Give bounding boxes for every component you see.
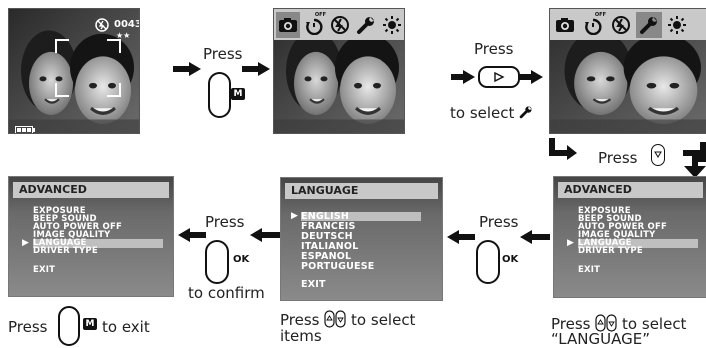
arrow-left-icon [250, 228, 280, 242]
menu-item-portuguese[interactable]: PORTUGUESE [301, 261, 375, 272]
menu-item-exit[interactable]: EXIT [301, 279, 326, 290]
mode-icon-bar: OFF [550, 9, 706, 40]
language-menu-screen: LANGUAGE ▶ ENGLISH FRANCEIS DEUTSCH ITAL… [280, 177, 443, 301]
timer-off-label: OFF [314, 11, 326, 18]
flash-off-icon [95, 17, 109, 36]
up-down-buttons-icon [324, 310, 346, 332]
menu-item-image-quality[interactable]: IMAGE QUALITY [578, 230, 656, 240]
step1-press-label: Press [203, 45, 243, 63]
menu-item-language[interactable]: LANGUAGE [578, 239, 698, 248]
menu-mid-press-label: Press [205, 213, 245, 231]
menu-title: LANGUAGE [285, 183, 438, 199]
menu-item-exposure[interactable]: EXPOSURE [33, 206, 86, 216]
menu-item-auto-power-off[interactable]: AUTO POWER OFF [578, 222, 667, 232]
arrow-bent-down-icon [683, 142, 706, 178]
caption-press: Press [551, 315, 591, 333]
arrow-right-icon [451, 70, 475, 84]
menu-title: ADVANCED [558, 182, 703, 198]
menu-mid-caption: Press to select [280, 310, 415, 332]
step3-press-label: Press [598, 149, 638, 167]
step2-press-label: Press [474, 40, 514, 58]
ok-key-label: OK [502, 254, 519, 265]
step1-live-view-screen: 0043 ★★ [8, 8, 140, 134]
menu-button[interactable] [58, 306, 80, 346]
menu-item-franceis[interactable]: FRANCEIS [301, 221, 356, 232]
arrow-right-icon [173, 62, 201, 76]
advanced-menu-screen-left: ADVANCED EXPOSURE BEEP SOUND AUTO POWER … [8, 176, 174, 297]
menu-title: ADVANCED [13, 182, 169, 198]
timer-off-label: OFF [594, 11, 606, 18]
menu-item-beep-sound[interactable]: BEEP SOUND [578, 214, 642, 224]
arrow-right-icon [242, 62, 270, 76]
flash-off-icon[interactable] [328, 12, 352, 38]
setup-wrench-icon[interactable] [354, 12, 378, 38]
selection-pointer-icon: ▶ [291, 211, 298, 221]
menu-item-exposure[interactable]: EXPOSURE [578, 206, 631, 216]
menu-item-exit[interactable]: EXIT [578, 265, 601, 275]
menu-mid-caption-line2: items [280, 327, 322, 345]
self-timer-icon[interactable]: OFF [580, 12, 606, 38]
menu-item-auto-power-off[interactable]: AUTO POWER OFF [33, 222, 122, 232]
selection-pointer-icon: ▶ [22, 238, 29, 248]
menu-item-image-quality[interactable]: IMAGE QUALITY [33, 230, 111, 240]
arrow-left-icon [447, 230, 475, 244]
focus-frame [55, 39, 121, 97]
menu-item-beep-sound[interactable]: BEEP SOUND [33, 214, 97, 224]
menu-right-caption-line2: “LANGUAGE” [551, 330, 650, 348]
camera-icon[interactable] [552, 12, 578, 38]
menu-item-language[interactable]: LANGUAGE [33, 239, 163, 248]
arrow-left-icon [178, 228, 206, 242]
caption-press: Press [280, 311, 320, 329]
menu-right-press-label: Press [479, 213, 519, 231]
menu-button[interactable] [208, 72, 231, 118]
exit-caption-press: Press [8, 318, 48, 336]
setup-wrench-icon[interactable] [636, 11, 662, 38]
menu-item-exit[interactable]: EXIT [33, 265, 56, 275]
menu-item-driver-type[interactable]: DRIVER TYPE [33, 246, 98, 256]
step3-icon-menu-screen: OFF [549, 8, 706, 134]
self-timer-icon[interactable]: OFF [302, 12, 326, 38]
arrow-bent-right-icon [549, 138, 579, 160]
menu-item-driver-type[interactable]: DRIVER TYPE [578, 246, 643, 256]
ok-button[interactable] [476, 240, 500, 284]
ok-key-label: OK [233, 254, 250, 265]
step2-select-label: to select [450, 104, 533, 123]
confirm-label: to confirm [188, 284, 265, 302]
menu-right-caption: Press to select [551, 314, 686, 336]
camera-icon[interactable] [276, 11, 300, 38]
brightness-icon[interactable] [664, 12, 690, 38]
mode-icon-bar: OFF [274, 9, 404, 40]
right-nav-button[interactable] [478, 66, 520, 88]
brightness-icon[interactable] [380, 12, 404, 38]
menu-item-italianol[interactable]: ITALIANOL [301, 241, 359, 252]
select-text: to select [450, 104, 515, 122]
down-nav-button[interactable] [651, 144, 665, 166]
m-key-icon: M [83, 318, 97, 330]
selection-pointer-icon: ▶ [567, 238, 574, 248]
setup-wrench-icon [519, 105, 533, 123]
menu-item-deutsch[interactable]: DEUTSCH [301, 231, 353, 242]
advanced-menu-screen-right: ADVANCED EXPOSURE BEEP SOUND AUTO POWER … [553, 176, 706, 298]
battery-icon [15, 119, 35, 133]
step2-icon-menu-screen: OFF [273, 8, 405, 134]
menu-item-espanol[interactable]: ESPANOL [301, 251, 352, 262]
arrow-right-icon [519, 70, 543, 84]
menu-item-english[interactable]: ENGLISH [301, 212, 421, 221]
m-key-icon: M [231, 88, 245, 100]
caption-select: to select [622, 315, 687, 333]
ok-button[interactable] [205, 240, 229, 284]
exit-caption-text: to exit [102, 318, 150, 336]
caption-select: to select [351, 311, 416, 329]
quality-stars: ★★ [116, 31, 131, 40]
shot-counter: 0043 [114, 19, 140, 30]
arrow-left-icon [520, 230, 550, 244]
flash-off-icon[interactable] [608, 12, 634, 38]
